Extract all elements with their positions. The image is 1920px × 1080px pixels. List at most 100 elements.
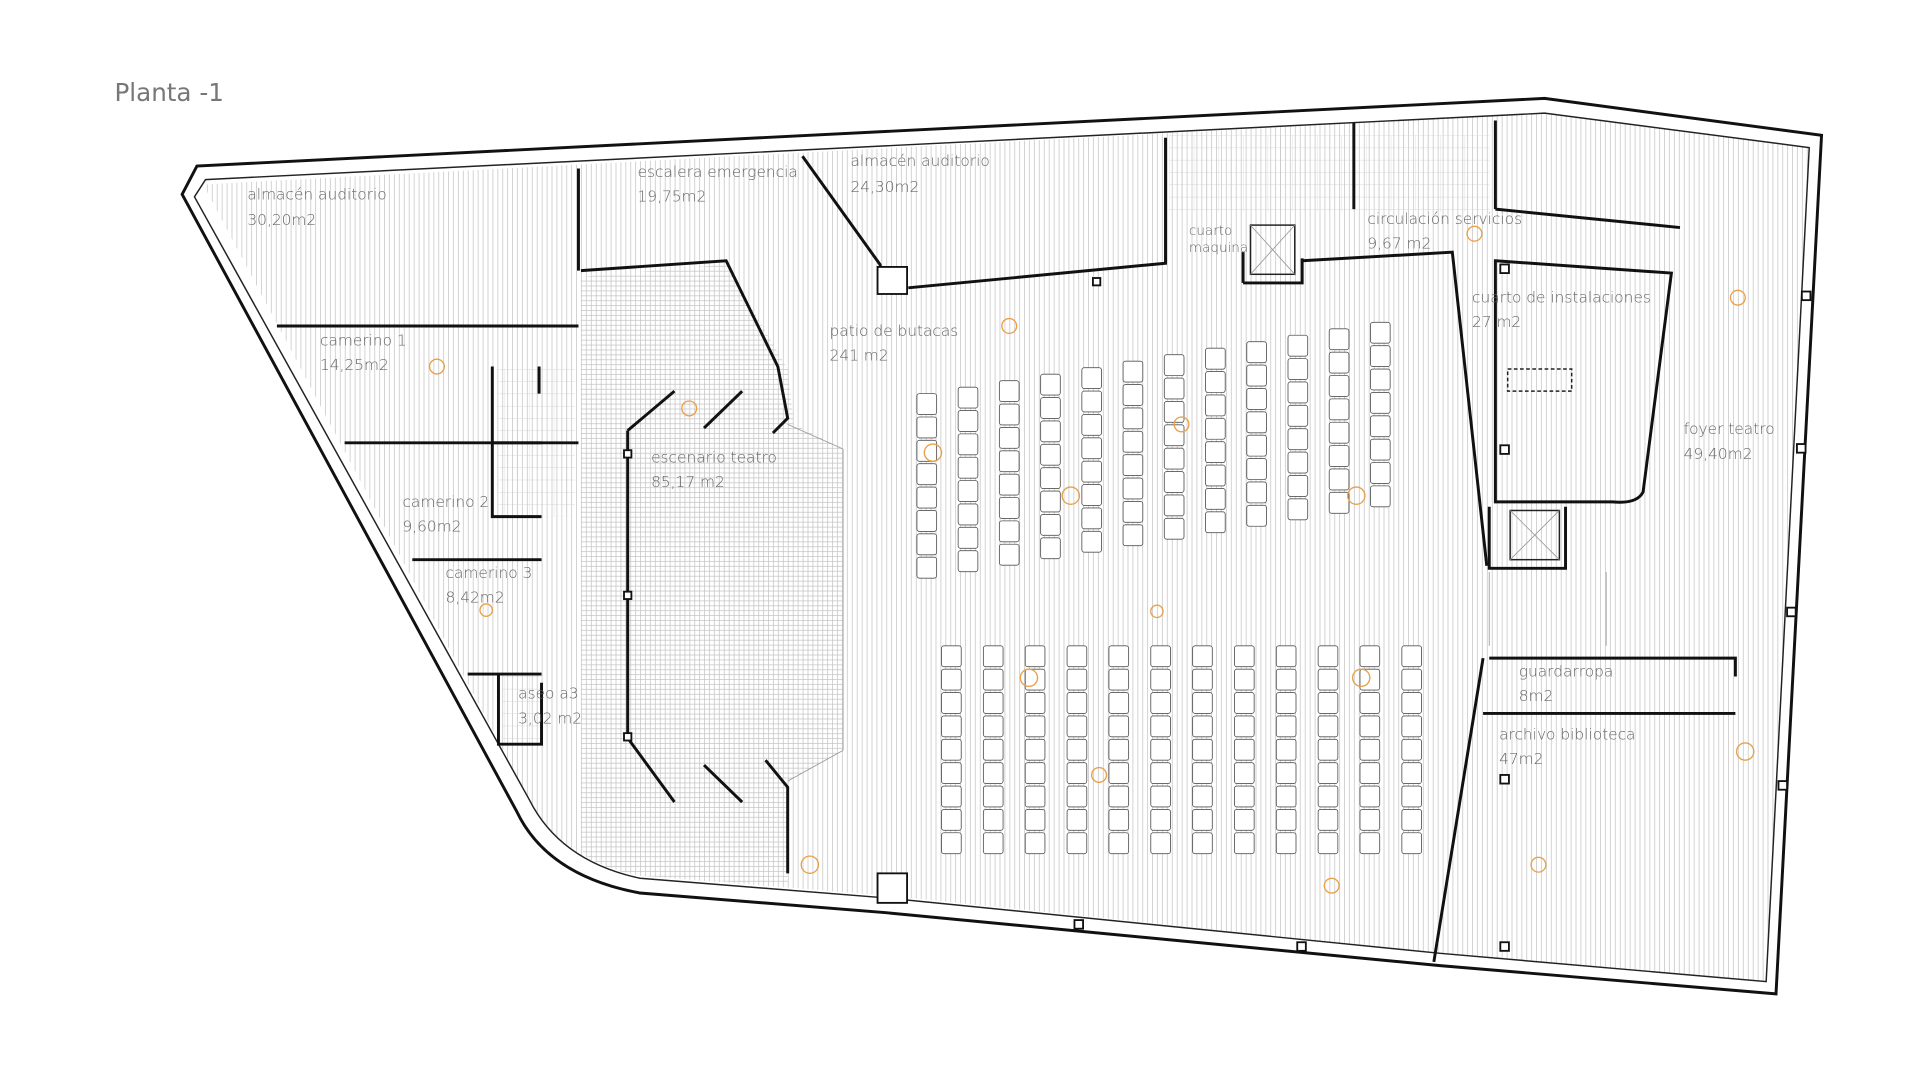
seat (1081, 367, 1102, 390)
seat (1328, 398, 1350, 421)
seat (1317, 738, 1339, 761)
seat (1328, 351, 1350, 374)
person-figure-icon (1323, 877, 1340, 894)
room-name: escalera emergencia (638, 163, 798, 181)
seat (1401, 785, 1422, 808)
seat (941, 832, 962, 855)
seat (1081, 460, 1102, 483)
seat (916, 486, 938, 509)
seat (1234, 692, 1255, 714)
seat (1108, 645, 1130, 668)
room-name: aseo a3 (518, 685, 578, 703)
seat (1122, 407, 1144, 430)
room-name: cuarto de instalaciones (1472, 289, 1651, 307)
room-name: camerino 3 (446, 564, 533, 582)
seat (1328, 421, 1350, 444)
seat (1163, 517, 1185, 540)
person-figure-icon (923, 443, 943, 462)
seat (1275, 738, 1297, 761)
seat (1205, 347, 1226, 370)
room-name: guardarropa (1519, 663, 1614, 681)
seat (1359, 715, 1381, 738)
seat (982, 762, 1004, 784)
seat (941, 808, 962, 831)
seat (1163, 424, 1185, 447)
seat (982, 785, 1004, 808)
seat (1359, 762, 1381, 784)
seat (1205, 417, 1226, 440)
person-figure-icon (1001, 317, 1018, 335)
person-figure-icon (1091, 766, 1108, 783)
seat (957, 480, 979, 502)
seat (1150, 645, 1171, 668)
seat (1150, 668, 1171, 691)
seat (1150, 715, 1171, 738)
room-name: patio de butacas (830, 322, 959, 340)
seat (1150, 785, 1171, 808)
seat (1317, 715, 1339, 738)
seat (1328, 468, 1350, 491)
seat (998, 380, 1020, 402)
seat (916, 393, 938, 415)
seat (1275, 762, 1297, 784)
seat (1163, 354, 1185, 377)
room-area: 14,25m2 (320, 356, 389, 374)
seat (1192, 762, 1213, 784)
seat (1040, 537, 1061, 560)
seat (957, 526, 979, 549)
seat (1275, 645, 1297, 668)
room-name: foyer teatro (1684, 420, 1775, 438)
seat (1370, 485, 1391, 508)
seat (1401, 692, 1422, 714)
room-name: escenario teatro (651, 449, 777, 467)
seat (1246, 504, 1267, 527)
person-figure-icon (1347, 486, 1366, 506)
seat (1163, 401, 1185, 423)
seat (1108, 692, 1130, 714)
seat (957, 456, 979, 479)
seat (1287, 428, 1309, 451)
seat (1234, 832, 1255, 855)
seat (1150, 832, 1171, 855)
seat (998, 520, 1020, 543)
seat (1163, 471, 1185, 493)
person-figure-icon (1530, 856, 1547, 873)
seat (1122, 430, 1144, 453)
room-name: almacén auditorio (850, 152, 989, 170)
room-labels: almacén auditorio 30,20m2 escalera emerg… (247, 152, 1774, 768)
seat (1359, 785, 1381, 808)
seat (1234, 808, 1255, 831)
seat (957, 410, 979, 432)
seat (1066, 738, 1088, 761)
room-name: almacén auditorio (247, 185, 386, 203)
person-figure-icon (1466, 225, 1483, 242)
seat (1401, 738, 1422, 761)
seat (941, 762, 962, 784)
seat (1246, 481, 1267, 504)
seat (1317, 692, 1339, 714)
seat (957, 503, 979, 526)
seat (1192, 785, 1213, 808)
room-name: maquina (1189, 240, 1248, 256)
seat (916, 556, 938, 579)
seat (1275, 785, 1297, 808)
seat (1234, 738, 1255, 761)
seat (1328, 445, 1350, 467)
seat (1040, 490, 1061, 513)
seat (941, 668, 962, 691)
seat (1370, 462, 1391, 484)
seat (941, 715, 962, 738)
seat (982, 738, 1004, 761)
seat (1163, 377, 1185, 400)
seat (1150, 762, 1171, 784)
seat (1275, 715, 1297, 738)
seat (1040, 513, 1061, 536)
seat (1024, 692, 1046, 714)
room-area: 49,40m2 (1684, 445, 1753, 463)
seat (1205, 441, 1226, 464)
seating-rows (916, 321, 1422, 855)
seat (1024, 738, 1046, 761)
person-figure-icon (1061, 486, 1081, 506)
room-name: circulación servicios (1367, 210, 1522, 228)
